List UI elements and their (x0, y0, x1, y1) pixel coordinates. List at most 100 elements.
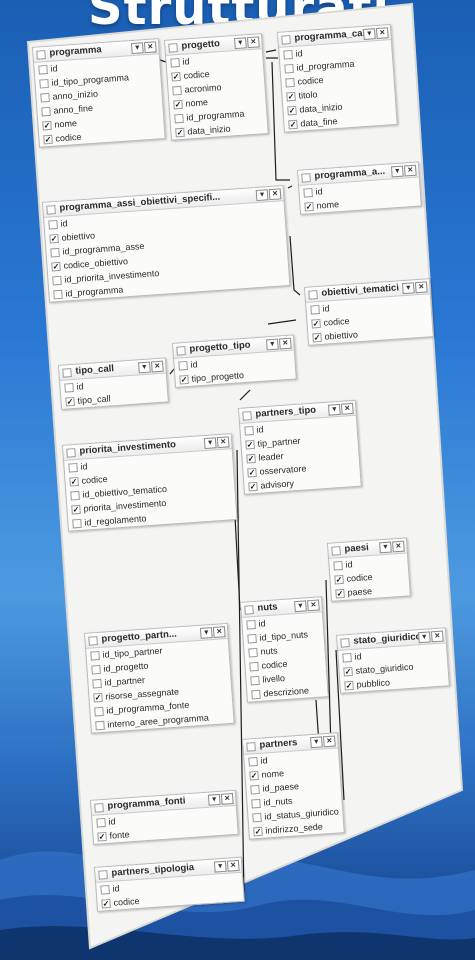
table-checkbox[interactable] (242, 411, 252, 421)
close-icon[interactable]: ✕ (323, 735, 336, 748)
checked-checkbox-icon[interactable]: ✓ (247, 467, 257, 478)
unchecked-checkbox-icon[interactable] (38, 64, 48, 75)
unchecked-checkbox-icon[interactable] (247, 633, 257, 644)
unchecked-checkbox-icon[interactable] (246, 619, 256, 630)
table-checkbox[interactable] (301, 173, 311, 183)
table-checkbox[interactable] (62, 368, 72, 378)
checked-checkbox-icon[interactable]: ✓ (93, 692, 103, 703)
unchecked-checkbox-icon[interactable] (333, 560, 343, 571)
unchecked-checkbox-icon[interactable] (251, 689, 261, 700)
checked-checkbox-icon[interactable]: ✓ (344, 680, 354, 691)
unchecked-checkbox-icon[interactable] (95, 720, 105, 731)
table-checkbox[interactable] (340, 638, 350, 648)
unchecked-checkbox-icon[interactable] (50, 247, 60, 258)
checked-checkbox-icon[interactable]: ✓ (246, 453, 256, 464)
table-checkbox[interactable] (176, 346, 186, 356)
checked-checkbox-icon[interactable]: ✓ (179, 374, 189, 385)
close-icon[interactable]: ✕ (414, 281, 428, 294)
unchecked-checkbox-icon[interactable] (170, 57, 180, 68)
checked-checkbox-icon[interactable]: ✓ (43, 134, 53, 145)
unchecked-checkbox-icon[interactable] (72, 518, 82, 529)
unchecked-checkbox-icon[interactable] (90, 650, 100, 661)
close-icon[interactable]: ✕ (268, 188, 282, 201)
dropdown-icon[interactable]: ▼ (418, 631, 431, 644)
unchecked-checkbox-icon[interactable] (250, 675, 260, 686)
table-checkbox[interactable] (244, 605, 254, 615)
unchecked-checkbox-icon[interactable] (70, 490, 80, 501)
dropdown-icon[interactable]: ▼ (390, 165, 404, 178)
unchecked-checkbox-icon[interactable] (68, 462, 78, 473)
checked-checkbox-icon[interactable]: ✓ (42, 120, 52, 131)
checked-checkbox-icon[interactable]: ✓ (49, 233, 59, 244)
dropdown-icon[interactable]: ▼ (203, 437, 217, 450)
table-programma-assi-obiettivi[interactable]: programma_assi_obiettivi_specifi...▼✕id✓… (42, 185, 291, 303)
checked-checkbox-icon[interactable]: ✓ (253, 826, 263, 837)
unchecked-checkbox-icon[interactable] (248, 756, 258, 767)
unchecked-checkbox-icon[interactable] (342, 652, 352, 663)
unchecked-checkbox-icon[interactable] (53, 289, 63, 300)
table-checkbox[interactable] (246, 742, 256, 752)
unchecked-checkbox-icon[interactable] (284, 63, 294, 74)
table-paesi[interactable]: paesi▼✕id✓codice✓paese (327, 537, 411, 602)
checked-checkbox-icon[interactable]: ✓ (343, 666, 353, 677)
unchecked-checkbox-icon[interactable] (310, 304, 320, 315)
dropdown-icon[interactable]: ▼ (138, 361, 151, 374)
checked-checkbox-icon[interactable]: ✓ (65, 396, 75, 407)
close-icon[interactable]: ✕ (150, 360, 164, 373)
close-icon[interactable]: ✕ (216, 436, 230, 449)
table-programma-a[interactable]: programma_a...▼✕id✓nome (297, 161, 422, 215)
unchecked-checkbox-icon[interactable] (39, 78, 49, 89)
checked-checkbox-icon[interactable]: ✓ (175, 127, 185, 138)
checked-checkbox-icon[interactable]: ✓ (312, 332, 322, 343)
checked-checkbox-icon[interactable]: ✓ (248, 481, 258, 492)
table-stato-giuridico[interactable]: stato_giuridico▼✕id✓stato_giuridico✓pubb… (336, 627, 450, 694)
close-icon[interactable]: ✕ (307, 599, 320, 612)
checked-checkbox-icon[interactable]: ✓ (245, 439, 255, 450)
close-icon[interactable]: ✕ (226, 859, 240, 872)
table-checkbox[interactable] (98, 870, 108, 880)
unchecked-checkbox-icon[interactable] (244, 425, 254, 436)
unchecked-checkbox-icon[interactable] (248, 647, 258, 658)
unchecked-checkbox-icon[interactable] (48, 219, 58, 230)
dropdown-icon[interactable]: ▼ (362, 28, 376, 40)
unchecked-checkbox-icon[interactable] (252, 812, 262, 823)
unchecked-checkbox-icon[interactable] (250, 784, 260, 795)
checked-checkbox-icon[interactable]: ✓ (249, 770, 259, 781)
unchecked-checkbox-icon[interactable] (178, 360, 188, 371)
close-icon[interactable]: ✕ (212, 626, 226, 638)
checked-checkbox-icon[interactable]: ✓ (171, 71, 181, 82)
dropdown-icon[interactable]: ▼ (379, 541, 392, 554)
checked-checkbox-icon[interactable]: ✓ (304, 201, 314, 212)
unchecked-checkbox-icon[interactable] (249, 661, 259, 672)
table-checkbox[interactable] (66, 448, 76, 458)
table-checkbox[interactable] (168, 43, 178, 53)
table-checkbox[interactable] (331, 546, 341, 556)
unchecked-checkbox-icon[interactable] (100, 884, 110, 895)
unchecked-checkbox-icon[interactable] (172, 85, 182, 96)
dropdown-icon[interactable]: ▼ (234, 37, 247, 50)
table-checkbox[interactable] (308, 290, 318, 300)
checked-checkbox-icon[interactable]: ✓ (173, 99, 183, 110)
unchecked-checkbox-icon[interactable] (251, 798, 261, 809)
table-progetto-tipo[interactable]: progetto_tipo▼✕id✓tipo_progetto (172, 334, 297, 388)
dropdown-icon[interactable]: ▼ (213, 860, 227, 873)
dropdown-icon[interactable]: ▼ (310, 736, 323, 749)
close-icon[interactable]: ✕ (278, 337, 292, 350)
close-icon[interactable]: ✕ (143, 41, 157, 54)
dropdown-icon[interactable]: ▼ (265, 338, 279, 351)
checked-checkbox-icon[interactable]: ✓ (51, 261, 61, 272)
table-checkbox[interactable] (94, 803, 104, 813)
dropdown-icon[interactable]: ▼ (401, 282, 415, 295)
unchecked-checkbox-icon[interactable] (303, 187, 313, 198)
unchecked-checkbox-icon[interactable] (285, 77, 295, 88)
unchecked-checkbox-icon[interactable] (52, 275, 62, 286)
unchecked-checkbox-icon[interactable] (40, 92, 50, 103)
close-icon[interactable]: ✕ (430, 630, 444, 643)
unchecked-checkbox-icon[interactable] (91, 664, 101, 675)
dropdown-icon[interactable]: ▼ (327, 403, 341, 416)
